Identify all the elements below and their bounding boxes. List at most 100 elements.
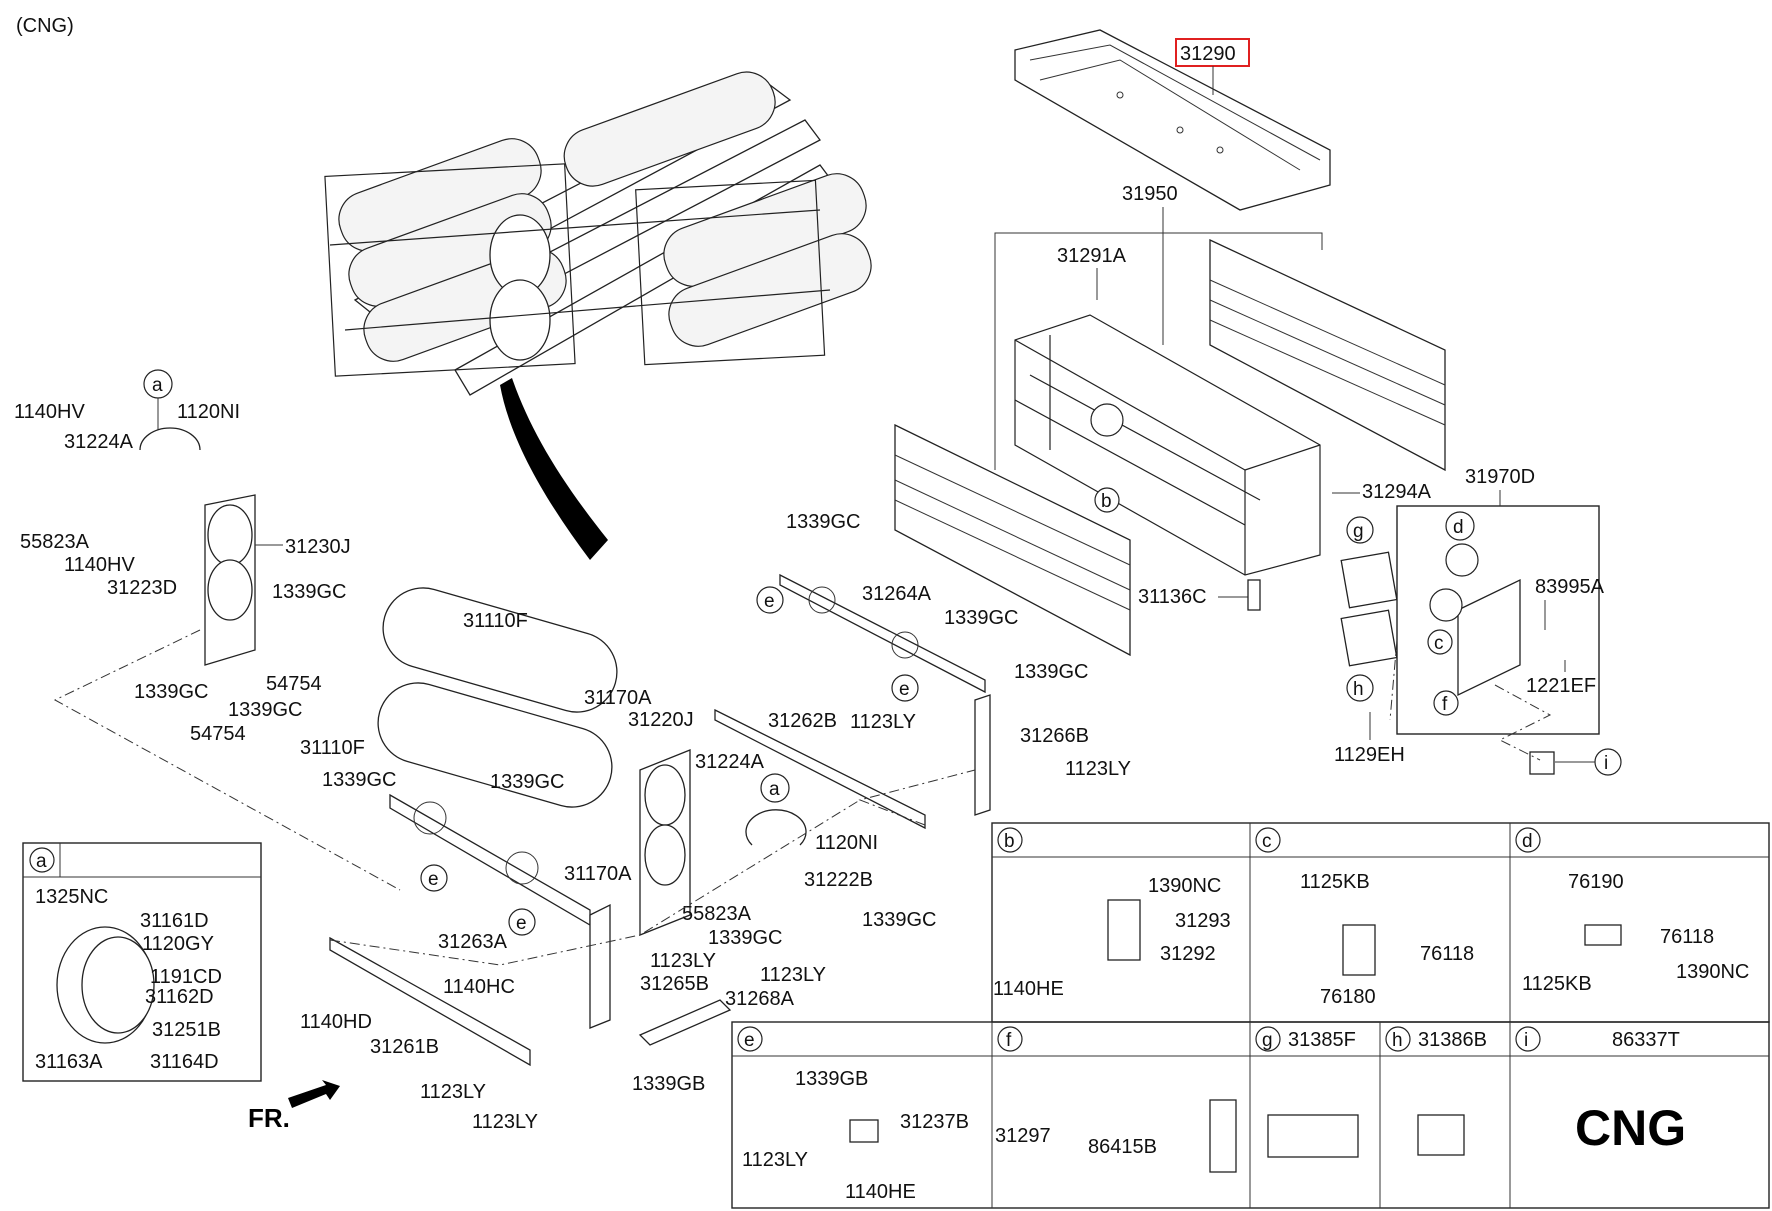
front-marker: FR. bbox=[248, 1103, 290, 1133]
callout-g: g bbox=[1353, 521, 1364, 542]
label-31290: 31290 bbox=[1180, 43, 1236, 65]
variant-label: (CNG) bbox=[16, 15, 74, 37]
panel-h-label-sticker bbox=[1417, 1114, 1465, 1156]
label-1123LY-e: 1123LY bbox=[850, 711, 916, 733]
label-1140HV-a: 1140HV bbox=[14, 401, 85, 423]
label-31268A: 31268A bbox=[725, 988, 795, 1010]
panel-c-label-0: 1125KB bbox=[1300, 871, 1370, 893]
marker-f bbox=[1433, 690, 1459, 716]
detail-a-label-0: 1325NC bbox=[35, 886, 108, 908]
panel-i-letter: i bbox=[1524, 1030, 1528, 1051]
marker-e-2 bbox=[508, 908, 536, 936]
marker-c-detail bbox=[1429, 588, 1463, 622]
panel-d-label-0: 76190 bbox=[1568, 871, 1624, 893]
label-1123LY-a: 1123LY bbox=[650, 950, 716, 972]
label-1339GC-j: 1339GC bbox=[862, 909, 937, 931]
label-1339GC-f: 1339GC bbox=[708, 927, 783, 949]
label-1120NI-a: 1120NI bbox=[177, 401, 240, 423]
label-31294A: 31294A bbox=[1362, 481, 1432, 503]
front-arrow-icon bbox=[288, 1080, 340, 1108]
panel-c-part bbox=[1342, 924, 1376, 976]
post-31266B bbox=[974, 694, 991, 816]
label-1129EH: 1129EH bbox=[1334, 744, 1405, 766]
marker-d-detail bbox=[1445, 543, 1479, 577]
label-1339GC-e: 1339GC bbox=[490, 771, 565, 793]
panel-b-label-0: 1390NC bbox=[1148, 875, 1221, 897]
label-31223D: 31223D bbox=[107, 577, 177, 599]
marker-g bbox=[1346, 516, 1374, 544]
detail-a-label-6: 31163A bbox=[35, 1051, 103, 1073]
marker-e-4 bbox=[891, 674, 919, 702]
label-55823A-a: 55823A bbox=[20, 531, 90, 553]
label-1120NI-b: 1120NI bbox=[815, 832, 878, 854]
panel-h-part: 31386B bbox=[1418, 1029, 1487, 1051]
marker-c bbox=[1427, 629, 1453, 655]
label-31291A: 31291A bbox=[1057, 245, 1127, 267]
label-31261B: 31261B bbox=[370, 1036, 439, 1058]
panel-g-label-sticker bbox=[1267, 1114, 1359, 1158]
label-83995A: 83995A bbox=[1535, 576, 1605, 598]
vehicle-frame-illustration bbox=[324, 71, 872, 396]
panel-c-letter: c bbox=[1262, 831, 1272, 852]
label-31262B: 31262B bbox=[768, 710, 837, 732]
panel-d-part bbox=[1584, 924, 1622, 946]
panel-d-label-1: 76118 bbox=[1660, 926, 1714, 948]
label-31266B: 31266B bbox=[1020, 725, 1089, 747]
panel-b-label-2: 31292 bbox=[1160, 943, 1216, 965]
panel-h-letter: h bbox=[1392, 1030, 1403, 1051]
callout-h: h bbox=[1353, 679, 1364, 700]
label-31264A: 31264A bbox=[862, 583, 932, 605]
label-31220J: 31220J bbox=[628, 709, 694, 731]
label-1339GC-i: 1339GC bbox=[1014, 661, 1089, 683]
detail-a-label-4: 31162D bbox=[145, 986, 214, 1008]
marker-b-detail bbox=[1094, 487, 1120, 513]
panel-e-label-0: 1339GB bbox=[795, 1068, 868, 1090]
decal-i bbox=[1529, 751, 1555, 775]
panel-e-label-2: 1123LY bbox=[742, 1149, 808, 1171]
callout-d-top: d bbox=[1453, 517, 1464, 538]
tank-31110F-lower bbox=[377, 682, 613, 808]
label-1123LY-f: 1123LY bbox=[1065, 758, 1131, 780]
panel-b-label-1: 31293 bbox=[1175, 910, 1231, 932]
cng-decal-text: CNG bbox=[1575, 1100, 1686, 1156]
label-31224A-a: 31224A bbox=[64, 431, 134, 453]
panel-e-label-3: 1140HE bbox=[845, 1181, 916, 1203]
callout-i: i bbox=[1604, 753, 1608, 774]
label-31110F-a: 31110F bbox=[463, 610, 528, 632]
callout-e-4: e bbox=[899, 679, 910, 700]
label-31970D: 31970D bbox=[1465, 466, 1535, 488]
label-31136C: 31136C bbox=[1138, 586, 1207, 608]
side-panel-upper bbox=[1209, 238, 1446, 472]
marker-h bbox=[1346, 674, 1374, 702]
label-1140HV-b: 1140HV bbox=[64, 554, 135, 576]
label-1140HC: 1140HC bbox=[443, 976, 515, 998]
label-31222B: 31222B bbox=[804, 869, 873, 891]
label-1339GC-c: 1339GC bbox=[228, 699, 303, 721]
label-31224A-b: 31224A bbox=[695, 751, 765, 773]
tank-31110F-upper bbox=[382, 587, 618, 713]
panel-b-part bbox=[1107, 899, 1141, 961]
panel-d-label-3: 1390NC bbox=[1676, 961, 1749, 983]
callout-e-3: e bbox=[764, 591, 775, 612]
callout-c: c bbox=[1434, 633, 1444, 654]
panel-g-letter: g bbox=[1262, 1030, 1273, 1051]
band-clamp bbox=[56, 926, 155, 1044]
cover-part bbox=[1014, 29, 1331, 211]
marker-e-1 bbox=[420, 864, 448, 892]
label-1339GC-g: 1339GC bbox=[786, 511, 861, 533]
detail-a-label-5: 31251B bbox=[152, 1019, 221, 1041]
detail-a-label-2: 1120GY bbox=[142, 933, 214, 955]
marker-d-top bbox=[1445, 511, 1475, 541]
callout-e-2: e bbox=[516, 913, 527, 934]
detail-a-box bbox=[22, 842, 262, 1082]
panel-f-part bbox=[1209, 1099, 1237, 1173]
panel-c-label-2: 76180 bbox=[1320, 986, 1376, 1008]
callout-e-1: e bbox=[428, 869, 439, 890]
label-54754-a: 54754 bbox=[266, 673, 322, 695]
rail-31262B bbox=[714, 708, 926, 830]
label-1221EF: 1221EF bbox=[1526, 675, 1596, 697]
label-54754-b: 54754 bbox=[190, 723, 246, 745]
marker-a-mid bbox=[760, 773, 790, 803]
label-31170A-a: 31170A bbox=[584, 687, 652, 709]
label-31230J: 31230J bbox=[285, 536, 351, 558]
